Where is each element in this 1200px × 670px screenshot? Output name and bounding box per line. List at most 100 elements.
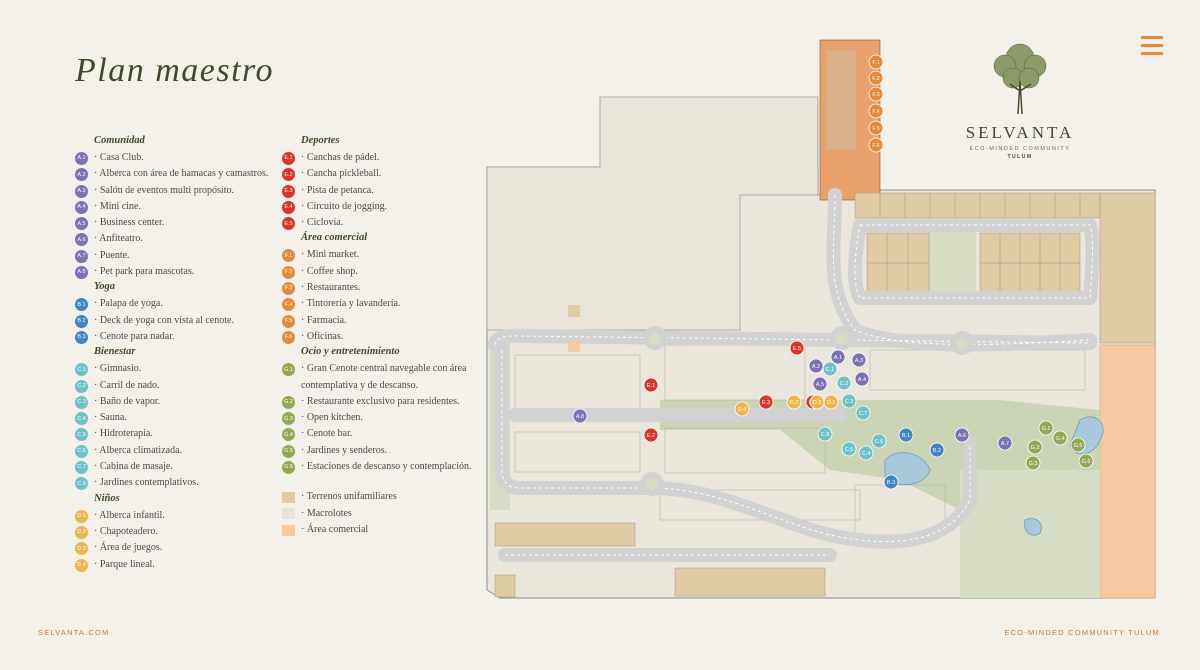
map-marker-dot[interactable]	[1038, 420, 1054, 436]
map-marker-dot[interactable]	[1052, 430, 1068, 446]
map-marker[interactable]: E.5	[789, 340, 805, 356]
map-marker[interactable]: D.1	[823, 394, 839, 410]
map-marker-dot[interactable]	[858, 445, 874, 461]
map-marker-label: D.4	[738, 407, 747, 413]
map-marker-dot[interactable]	[855, 405, 871, 421]
legend-badge: F.2	[282, 265, 295, 279]
map-marker-dot[interactable]	[786, 394, 802, 410]
map-marker-dot[interactable]	[809, 394, 825, 410]
map-marker[interactable]: F.1	[868, 54, 884, 70]
map-marker-dot[interactable]	[643, 377, 659, 393]
legend-badge: E.3	[282, 184, 295, 198]
map-marker[interactable]: G.3	[1025, 455, 1041, 471]
map-marker[interactable]: E.2	[643, 427, 659, 443]
map-marker[interactable]: A.6	[954, 427, 970, 443]
legend-item-label: · Circuito de jogging.	[301, 200, 388, 212]
map-marker-dot[interactable]	[883, 474, 899, 490]
map-marker-dot[interactable]	[1025, 455, 1041, 471]
legend-item-label: · Hidroterapia.	[94, 428, 153, 440]
map-marker-label: C.3	[845, 399, 854, 405]
map-marker-dot[interactable]	[789, 340, 805, 356]
map-marker[interactable]: A.1	[830, 349, 846, 365]
map-marker[interactable]: F.3	[868, 86, 884, 102]
map-marker-dot[interactable]	[758, 394, 774, 410]
map-marker[interactable]: B.2	[929, 442, 945, 458]
legend-item: C.3· Baño de vapor.	[75, 394, 275, 410]
map-marker[interactable]: G.4	[1052, 430, 1068, 446]
map-marker[interactable]: E.1	[643, 377, 659, 393]
map-marker-dot[interactable]	[898, 427, 914, 443]
map-marker-dot[interactable]	[817, 426, 833, 442]
map-marker[interactable]: C.5	[841, 441, 857, 457]
map-marker-dot[interactable]	[643, 427, 659, 443]
map-marker[interactable]: F.5	[868, 120, 884, 136]
map-marker-dot[interactable]	[871, 433, 887, 449]
map-marker-dot[interactable]	[841, 441, 857, 457]
legend-badge: A.4	[75, 200, 88, 214]
legend-item: E.3· Pista de petanca.	[282, 183, 482, 199]
map-marker[interactable]: A.5	[812, 376, 828, 392]
footer-website[interactable]: SELVANTA.COM	[38, 628, 110, 637]
map-marker-dot[interactable]	[830, 349, 846, 365]
legend-item: A.4· Mini cine.	[75, 199, 275, 215]
map-marker[interactable]: G.1	[1038, 420, 1054, 436]
map-marker-dot[interactable]	[822, 361, 838, 377]
map-marker-dot[interactable]	[868, 54, 884, 70]
map-marker[interactable]: C.7	[855, 405, 871, 421]
legend-badge: A.5	[75, 217, 88, 231]
map-marker[interactable]: D.4	[734, 401, 750, 417]
legend-swatch	[282, 524, 295, 536]
legend-badge: E.4	[282, 200, 295, 214]
map-marker-label: B.3	[887, 480, 895, 486]
legend-item-label: · Business center.	[94, 217, 165, 229]
map-marker-label: D.2	[790, 400, 799, 406]
map-marker[interactable]: G.5	[1070, 437, 1086, 453]
map-marker-dot[interactable]	[808, 358, 824, 374]
map-marker-dot[interactable]	[868, 86, 884, 102]
map-marker-dot[interactable]	[868, 103, 884, 119]
map-marker[interactable]: A.7	[997, 435, 1013, 451]
map-marker[interactable]: C.4	[858, 445, 874, 461]
map-marker[interactable]: B.3	[883, 474, 899, 490]
map-marker-dot[interactable]	[954, 427, 970, 443]
map-marker[interactable]: D.3	[809, 394, 825, 410]
map-marker[interactable]: E.3	[758, 394, 774, 410]
map-marker-dot[interactable]	[868, 137, 884, 153]
map-marker-dot[interactable]	[1027, 439, 1043, 455]
legend-item: F.5· Farmacia.	[282, 313, 482, 329]
map-marker[interactable]: C.3	[841, 393, 857, 409]
map-marker[interactable]: C.2	[836, 375, 852, 391]
map-marker[interactable]: C.8	[817, 426, 833, 442]
map-marker-dot[interactable]	[734, 401, 750, 417]
map-marker-dot[interactable]	[1070, 437, 1086, 453]
map-marker-dot[interactable]	[929, 442, 945, 458]
map-marker[interactable]: A.3	[851, 352, 867, 368]
map-marker-dot[interactable]	[1078, 453, 1094, 469]
map-marker-dot[interactable]	[812, 376, 828, 392]
map-marker[interactable]: C.6	[871, 433, 887, 449]
map-marker[interactable]: F.6	[868, 137, 884, 153]
map-marker[interactable]: F.2	[868, 70, 884, 86]
map-marker-dot[interactable]	[997, 435, 1013, 451]
map-marker[interactable]: G.6	[1078, 453, 1094, 469]
map-marker[interactable]: A.2	[808, 358, 824, 374]
map-marker-dot[interactable]	[841, 393, 857, 409]
map-marker-dot[interactable]	[868, 70, 884, 86]
map-marker[interactable]: A.8	[572, 408, 588, 424]
map-marker[interactable]: G.2	[1027, 439, 1043, 455]
map-marker-dot[interactable]	[868, 120, 884, 136]
map-marker[interactable]: B.1	[898, 427, 914, 443]
map-marker[interactable]: C.1	[822, 361, 838, 377]
map-marker[interactable]: D.2	[786, 394, 802, 410]
legend-badge: A.7	[75, 249, 88, 263]
map-marker-dot[interactable]	[851, 352, 867, 368]
map-marker-label: E.1	[647, 383, 655, 389]
map-marker[interactable]: A.4	[854, 371, 870, 387]
map-marker-dot[interactable]	[854, 371, 870, 387]
legend-badge: F.6	[282, 330, 295, 344]
map-marker-dot[interactable]	[836, 375, 852, 391]
legend-swatch-item: · Macrolotes	[282, 506, 482, 522]
map-marker-dot[interactable]	[572, 408, 588, 424]
menu-icon[interactable]	[1141, 36, 1163, 60]
map-marker[interactable]: F.4	[868, 103, 884, 119]
